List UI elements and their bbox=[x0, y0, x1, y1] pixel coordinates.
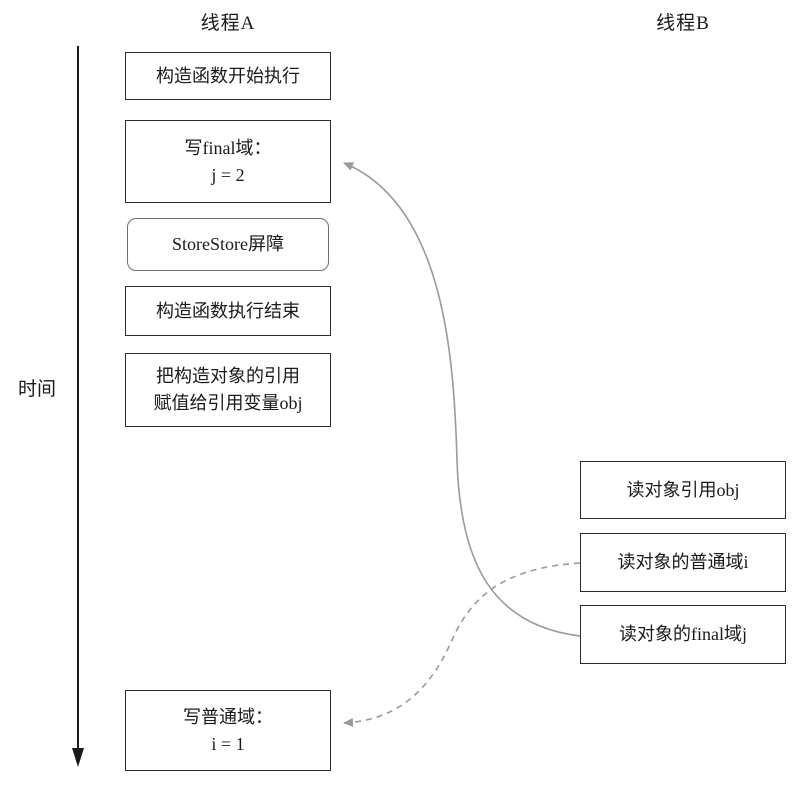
box-constructor-end: 构造函数执行结束 bbox=[125, 286, 331, 336]
arrow-read-normal-to-write-normal bbox=[343, 562, 581, 727]
time-axis-label: 时间 bbox=[18, 379, 57, 400]
arrow-read-final-to-write-final bbox=[343, 162, 581, 637]
box-write-normal-field: 写普通域： i = 1 bbox=[125, 690, 331, 771]
box-assign-reference: 把构造对象的引用 赋值给引用变量obj bbox=[125, 353, 331, 427]
box-write-final-field: 写final域： j = 2 bbox=[125, 120, 331, 203]
box-read-object-reference: 读对象引用obj bbox=[580, 461, 786, 519]
thread-a-label: 线程A bbox=[200, 13, 256, 34]
box-read-final-field: 读对象的final域j bbox=[580, 605, 786, 664]
box-storestore-barrier: StoreStore屏障 bbox=[127, 218, 329, 271]
timeline-arrow bbox=[72, 46, 84, 767]
box-constructor-start: 构造函数开始执行 bbox=[125, 52, 331, 100]
thread-b-label: 线程B bbox=[656, 13, 710, 34]
box-read-normal-field: 读对象的普通域i bbox=[580, 533, 786, 592]
